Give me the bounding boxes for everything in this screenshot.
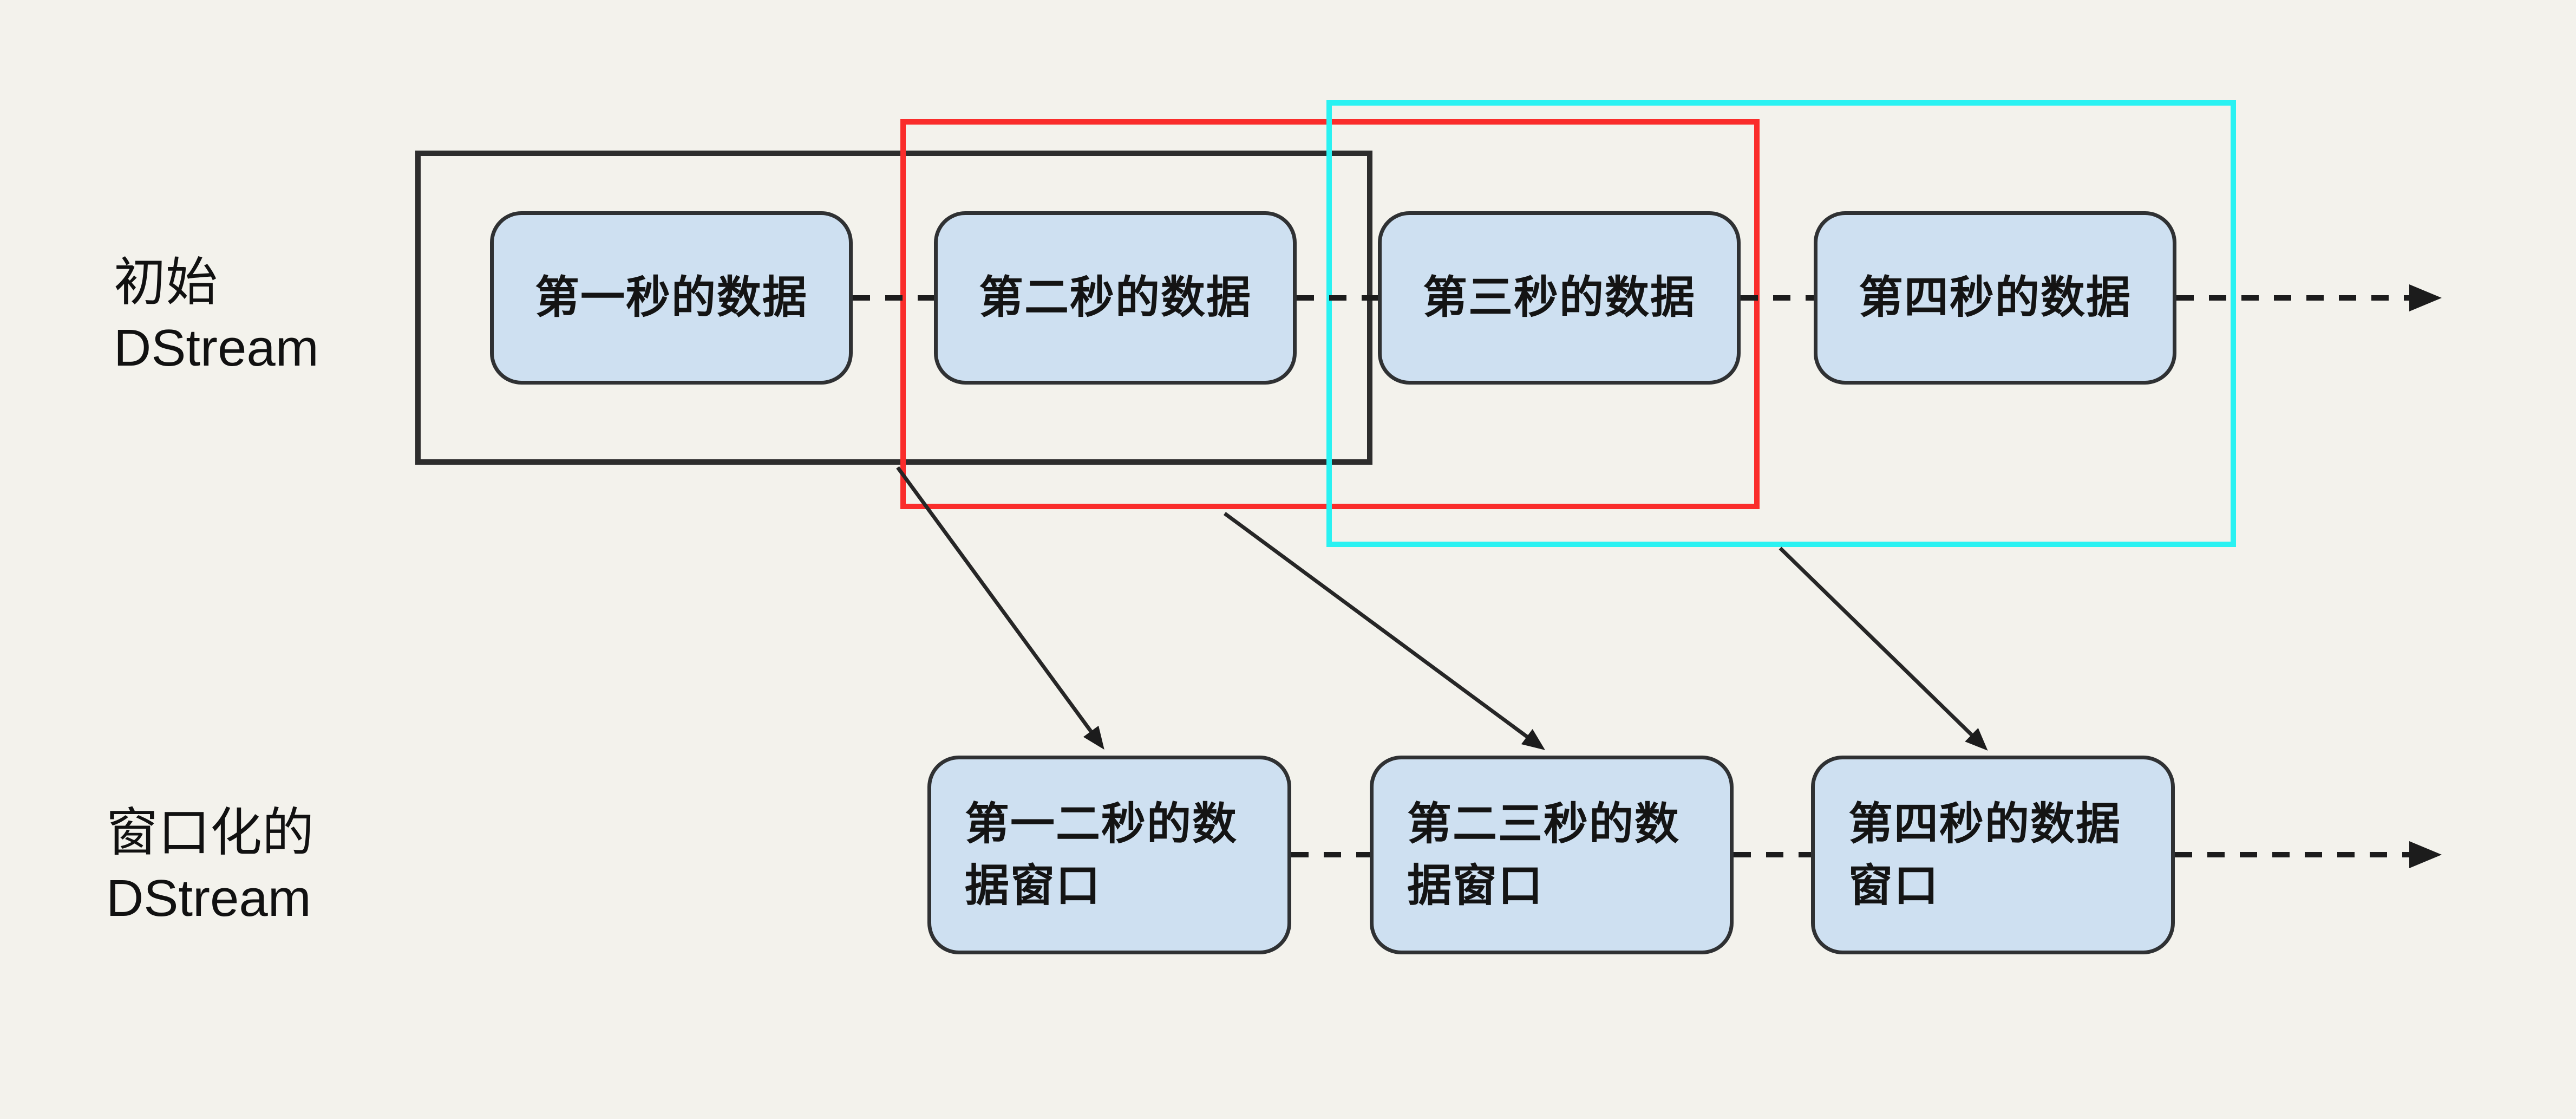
- batch-box-second-2-label: 第二秒的数据: [978, 273, 1252, 323]
- window1-to-batch-arrow: [896, 466, 1104, 750]
- batch-box-second-3-label: 第三秒的数据: [1422, 273, 1696, 323]
- batch-box-second-1: 第一秒的数据: [490, 211, 853, 385]
- window-box-seconds-2-3: 第二三秒的数据窗口: [1370, 756, 1734, 954]
- window-box-second-4-label: 第四秒的数据窗口: [1848, 799, 2122, 910]
- original-dstream-label-line1: 初始: [114, 253, 218, 311]
- windowed-dstream-label-line2: DStream: [106, 869, 311, 927]
- windowed-dstream-label: 窗口化的 DStream: [106, 801, 314, 932]
- batch-box-second-2: 第二秒的数据: [934, 211, 1297, 385]
- original-dstream-label-line2: DStream: [114, 318, 319, 377]
- windowed-dstream-label-line1: 窗口化的: [106, 804, 314, 862]
- window-rect-cyan: [1326, 100, 2236, 547]
- batch-box-second-4-label: 第四秒的数据: [1858, 273, 2132, 323]
- window-box-seconds-1-2-label: 第一二秒的数据窗口: [965, 799, 1238, 910]
- original-dstream-label: 初始 DStream: [114, 250, 319, 381]
- batch-box-second-4: 第四秒的数据: [1814, 211, 2176, 385]
- window-rect-black: [415, 151, 1372, 465]
- window-box-seconds-1-2: 第一二秒的数据窗口: [927, 756, 1291, 954]
- window3-to-batch-arrow: [1779, 547, 1988, 751]
- window2-to-batch-arrow: [1223, 512, 1545, 750]
- batch-box-second-1-label: 第一秒的数据: [534, 273, 808, 323]
- window-box-seconds-2-3-label: 第二三秒的数据窗口: [1407, 799, 1681, 910]
- window-box-second-4: 第四秒的数据窗口: [1811, 756, 2175, 954]
- batch-box-second-3: 第三秒的数据: [1378, 211, 1741, 385]
